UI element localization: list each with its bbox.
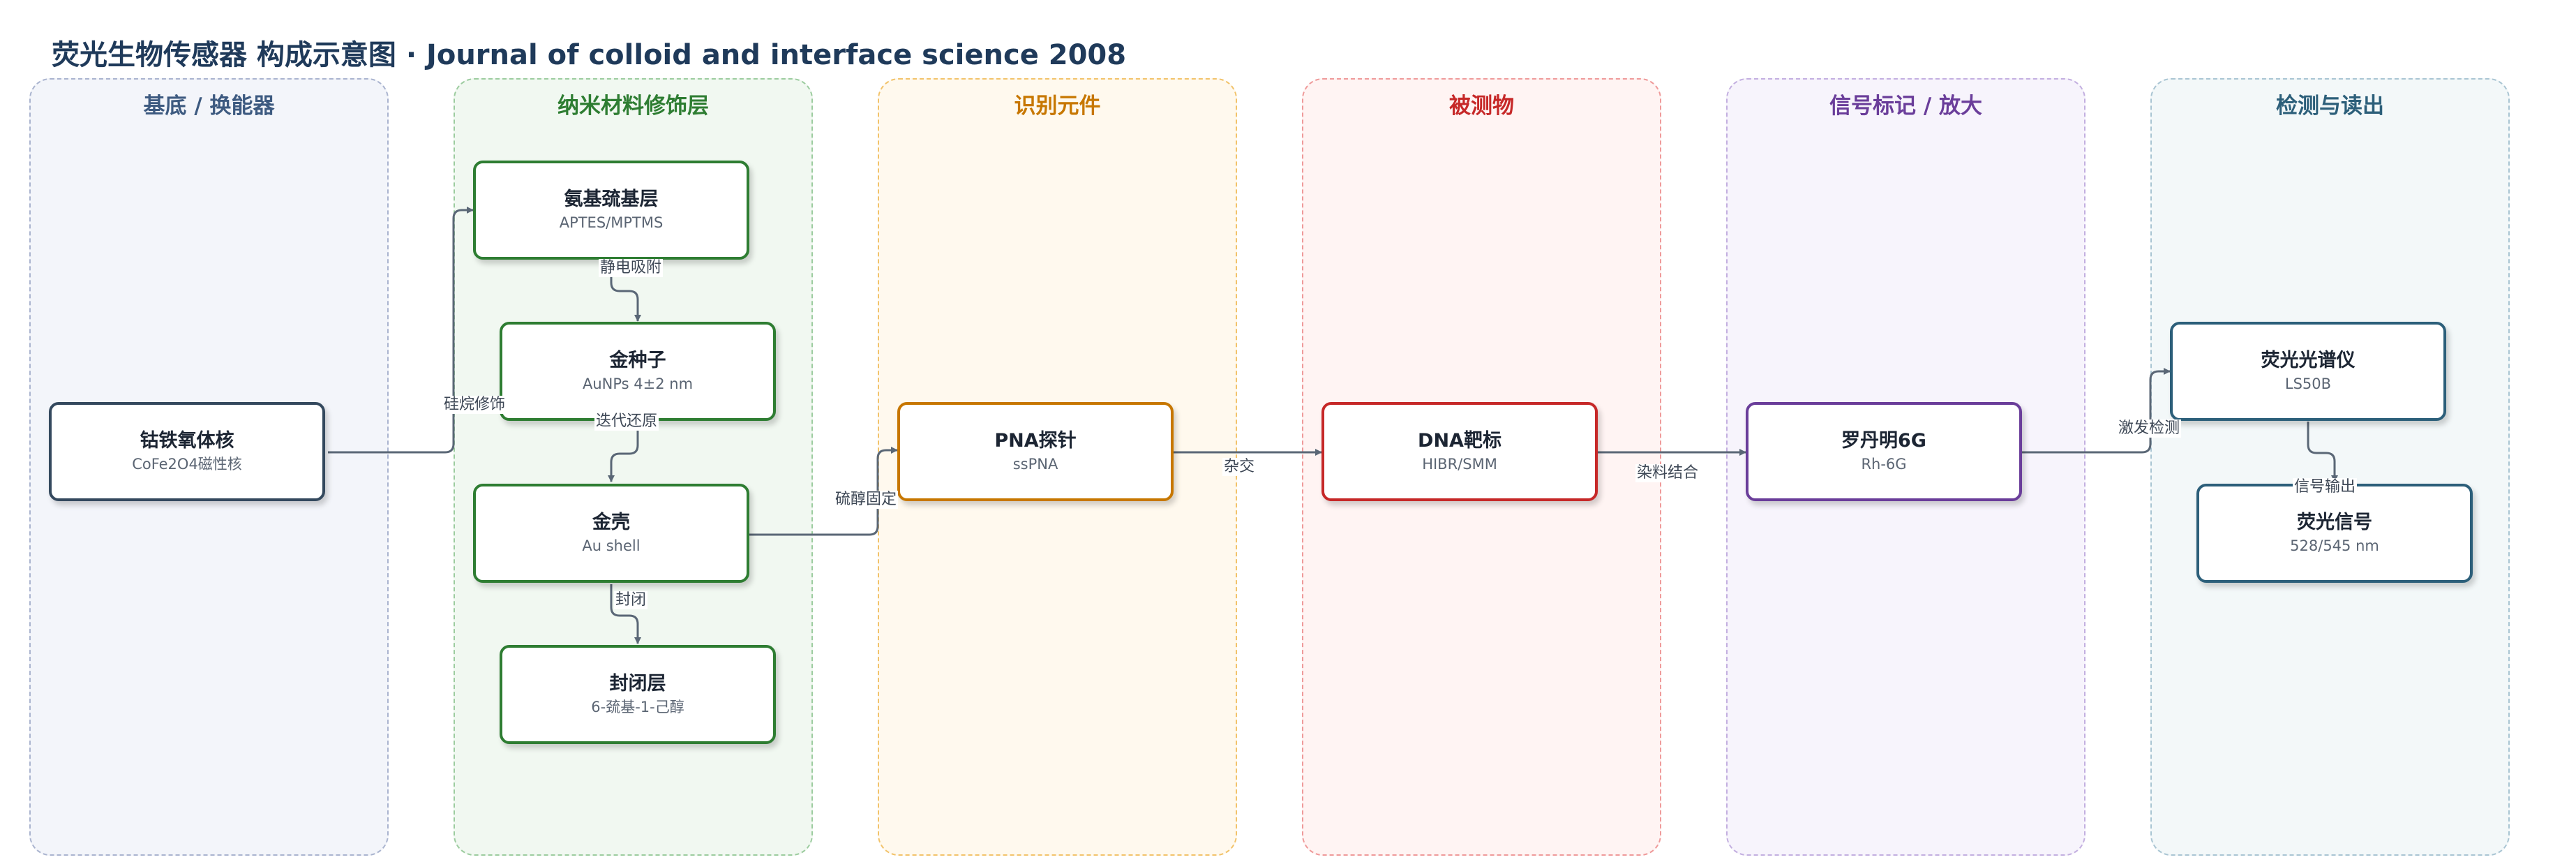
node-subtitle: ssPNA <box>1012 455 1058 473</box>
lane-title: 被测物 <box>1449 94 1514 119</box>
node-label: 罗丹明6G <box>1841 429 1926 452</box>
node-subtitle: CoFe2O4磁性核 <box>132 455 242 473</box>
node-subtitle: AuNPs 4±2 nm <box>582 375 694 392</box>
node-cofe2o4-core[interactable]: 钴铁氧体核 CoFe2O4磁性核 <box>49 402 325 501</box>
node-label: 氨基巯基层 <box>564 188 659 210</box>
node-subtitle: LS50B <box>2284 375 2332 392</box>
node-label: 钴铁氧体核 <box>140 429 234 452</box>
node-label: 封闭层 <box>609 672 666 694</box>
node-rhodamine-6g[interactable]: 罗丹明6G Rh-6G <box>1746 402 2022 501</box>
edge-electrostatic <box>610 260 641 322</box>
node-subtitle: 528/545 nm <box>2290 537 2379 554</box>
lane-readout: 检测与读出 <box>2150 78 2510 856</box>
node-amino-thiol-layer[interactable]: 氨基巯基层 APTES/MPTMS <box>473 161 749 260</box>
edge-label-reduction: 迭代还原 <box>594 413 659 431</box>
edge-label-thiol: 硫醇固定 <box>834 491 899 510</box>
node-label: 荧光光谱仪 <box>2261 349 2356 371</box>
node-subtitle: HIBR/SMM <box>1422 455 1497 473</box>
node-fluorescence-signal[interactable]: 荧光信号 528/545 nm <box>2196 484 2473 583</box>
node-subtitle: 6-巯基-1-己醇 <box>591 698 684 715</box>
node-pna-probe[interactable]: PNA探针 ssPNA <box>897 402 1174 501</box>
node-dna-target[interactable]: DNA靶标 HIBR/SMM <box>1321 402 1598 501</box>
node-subtitle: Au shell <box>582 537 641 554</box>
edge-label-electrostatic: 静电吸附 <box>599 259 664 278</box>
node-label: 金壳 <box>592 511 630 533</box>
node-fluorescence-spectrometer[interactable]: 荧光光谱仪 LS50B <box>2170 322 2446 421</box>
node-label: 金种子 <box>609 349 666 371</box>
edge-reduction <box>608 422 639 482</box>
lane-title: 检测与读出 <box>2276 94 2384 119</box>
lane-title: 信号标记 / 放大 <box>1829 94 1982 119</box>
edge-excitation <box>2022 368 2171 454</box>
lane-title: 识别元件 <box>1014 94 1101 119</box>
edge-label-seal: 封闭 <box>614 591 648 610</box>
node-subtitle: Rh-6G <box>1861 455 1907 473</box>
node-gold-seeds[interactable]: 金种子 AuNPs 4±2 nm <box>500 322 776 421</box>
node-label: DNA靶标 <box>1418 429 1502 452</box>
lane-title: 基底 / 换能器 <box>143 94 275 119</box>
edge-label-excitation: 激发检测 <box>2117 419 2182 438</box>
edge-signal-output <box>2307 422 2338 482</box>
edge-seal <box>610 584 641 644</box>
node-gold-shell[interactable]: 金壳 Au shell <box>473 484 749 583</box>
node-blocking-layer[interactable]: 封闭层 6-巯基-1-己醇 <box>500 645 776 744</box>
node-label: PNA探针 <box>994 429 1077 452</box>
edge-label-silane: 硅烷修饰 <box>442 396 507 415</box>
edge-label-dye-binding: 染料结合 <box>1635 464 1700 483</box>
edge-label-signal-output: 信号输出 <box>2293 478 2358 497</box>
node-subtitle: APTES/MPTMS <box>559 214 664 231</box>
edge-label-hybridization: 杂交 <box>1222 458 1257 477</box>
node-label: 荧光信号 <box>2297 511 2372 533</box>
lane-title: 纳米材料修饰层 <box>557 94 709 119</box>
diagram-title: 荧光生物传感器 构成示意图 · Journal of colloid and i… <box>52 39 1127 71</box>
edge-silane <box>328 207 474 454</box>
